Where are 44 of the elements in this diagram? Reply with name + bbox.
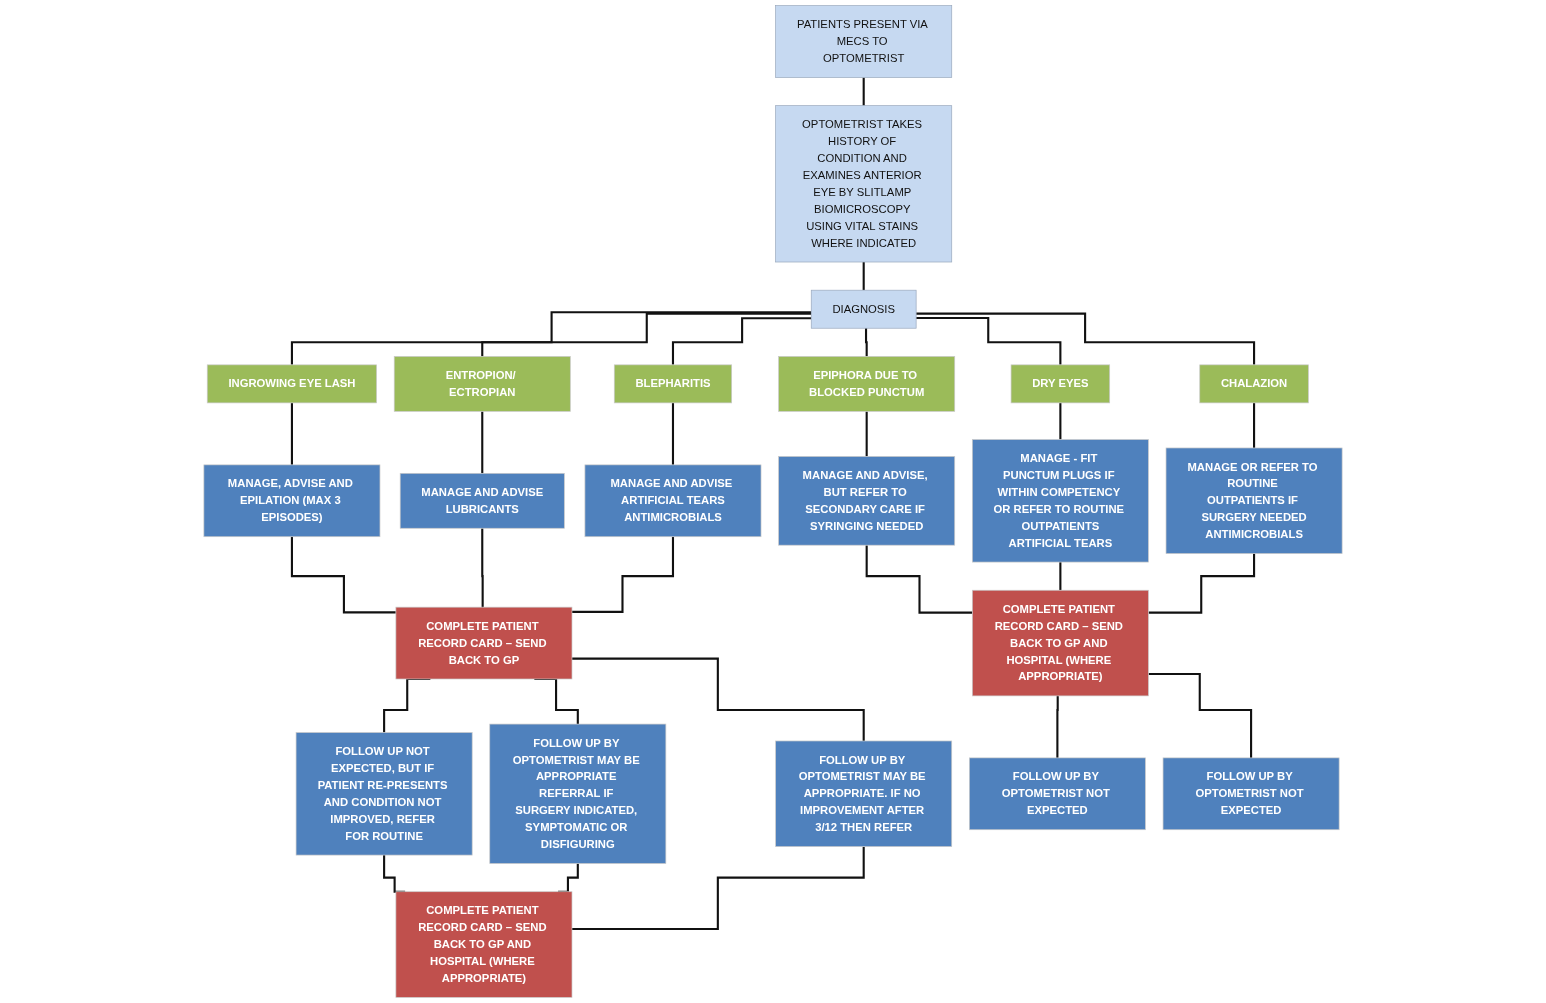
connector	[1148, 672, 1253, 759]
connector	[481, 527, 485, 609]
node-box: MANAGE AND ADVISE LUBRICANTS	[399, 472, 565, 529]
connector	[1056, 694, 1060, 759]
connector	[481, 312, 812, 358]
connector	[671, 401, 675, 466]
connector	[865, 544, 973, 614]
node-box: MANAGE - FIT PUNCTUM PLUGS IF WITHIN COMPETENCY OR REFER TO ROUTINE OUTPATIENTS ARTIFICIAL TEARS	[972, 439, 1149, 563]
node-box: COMPLETE PATIENT RECORD CARD – SEND BACK TO GP AND HOSPITAL (WHERE APPROPRIATE)	[972, 589, 1149, 697]
connector	[1148, 552, 1256, 614]
connector	[290, 401, 293, 466]
connector	[916, 317, 1062, 366]
node-box: FOLLOW UP NOT EXPECTED, BUT IF PATIENT RE-PRESENTS AND CONDITION NOT IMPROVED, REFER FOR ROUTINE	[295, 732, 473, 856]
node-box: PATIENTS PRESENT VIA MECS TO OPTOMETRIST	[775, 5, 953, 78]
connector	[671, 317, 812, 366]
node-box: CHALAZION	[1199, 364, 1309, 404]
connector	[865, 410, 868, 458]
connector	[481, 410, 484, 475]
node-box: FOLLOW UP BY OPTOMETRIST MAY BE APPROPRIATE REFERRAL IF SURGERY INDICATED, SYMPTOMATIC OR DISFIGURING	[489, 723, 667, 864]
node-box: COMPLETE PATIENT RECORD CARD – SEND BACK TO GP	[395, 606, 573, 680]
node-box: FOLLOW UP BY OPTOMETRIST MAY BE APPROPRIATE. IF NO IMPROVEMENT AFTER 3/12 THEN REFER	[775, 740, 953, 847]
node-box: DIAGNOSIS	[810, 289, 917, 329]
node-box: FOLLOW UP BY OPTOMETRIST NOT EXPECTED	[1162, 757, 1340, 831]
node-box: MANAGE AND ADVISE, BUT REFER TO SECONDARY CARE IF SYRINGING NEEDED	[778, 456, 956, 546]
node-box: MANAGE OR REFER TO ROUTINE OUTPATIENTS IF SURGERY NEEDED ANTIMICROBIALS	[1165, 447, 1343, 554]
node-box: EPIPHORA DUE TO BLOCKED PUNCTUM	[778, 356, 956, 412]
connector	[1059, 401, 1062, 441]
node-box: MANAGE, ADVISE AND EPILATION (MAX 3 EPISODES)	[203, 464, 381, 538]
connector	[572, 845, 865, 931]
node-box: FOLLOW UP BY OPTOMETRIST NOT EXPECTED	[969, 757, 1146, 831]
node-box: BLEPHARITIS	[613, 364, 733, 404]
connector	[290, 311, 812, 366]
connector	[864, 327, 868, 358]
connector	[1059, 561, 1062, 592]
connector	[862, 76, 865, 107]
connector	[290, 535, 396, 614]
node-box: INGROWING EYE LASH	[206, 364, 377, 404]
node-box: MANAGE AND ADVISE ARTIFICIAL TEARS ANTIMICROBIALS	[584, 464, 762, 538]
node-box: COMPLETE PATIENT RECORD CARD – SEND BACK TO GP AND HOSPITAL (WHERE APPROPRIATE)	[395, 891, 573, 998]
node-box: DRY EYES	[1010, 364, 1111, 404]
connector	[916, 312, 1256, 366]
node-box: OPTOMETRIST TAKES HISTORY OF CONDITION AND EXAMINES ANTERIOR EYE BY SLITLAMP BIOMICROSCOPY USING VITAL STAINS WHERE INDICATED	[775, 105, 953, 263]
connector	[572, 535, 675, 613]
node-box: ENTROPION/ ECTROPIAN	[393, 356, 571, 412]
